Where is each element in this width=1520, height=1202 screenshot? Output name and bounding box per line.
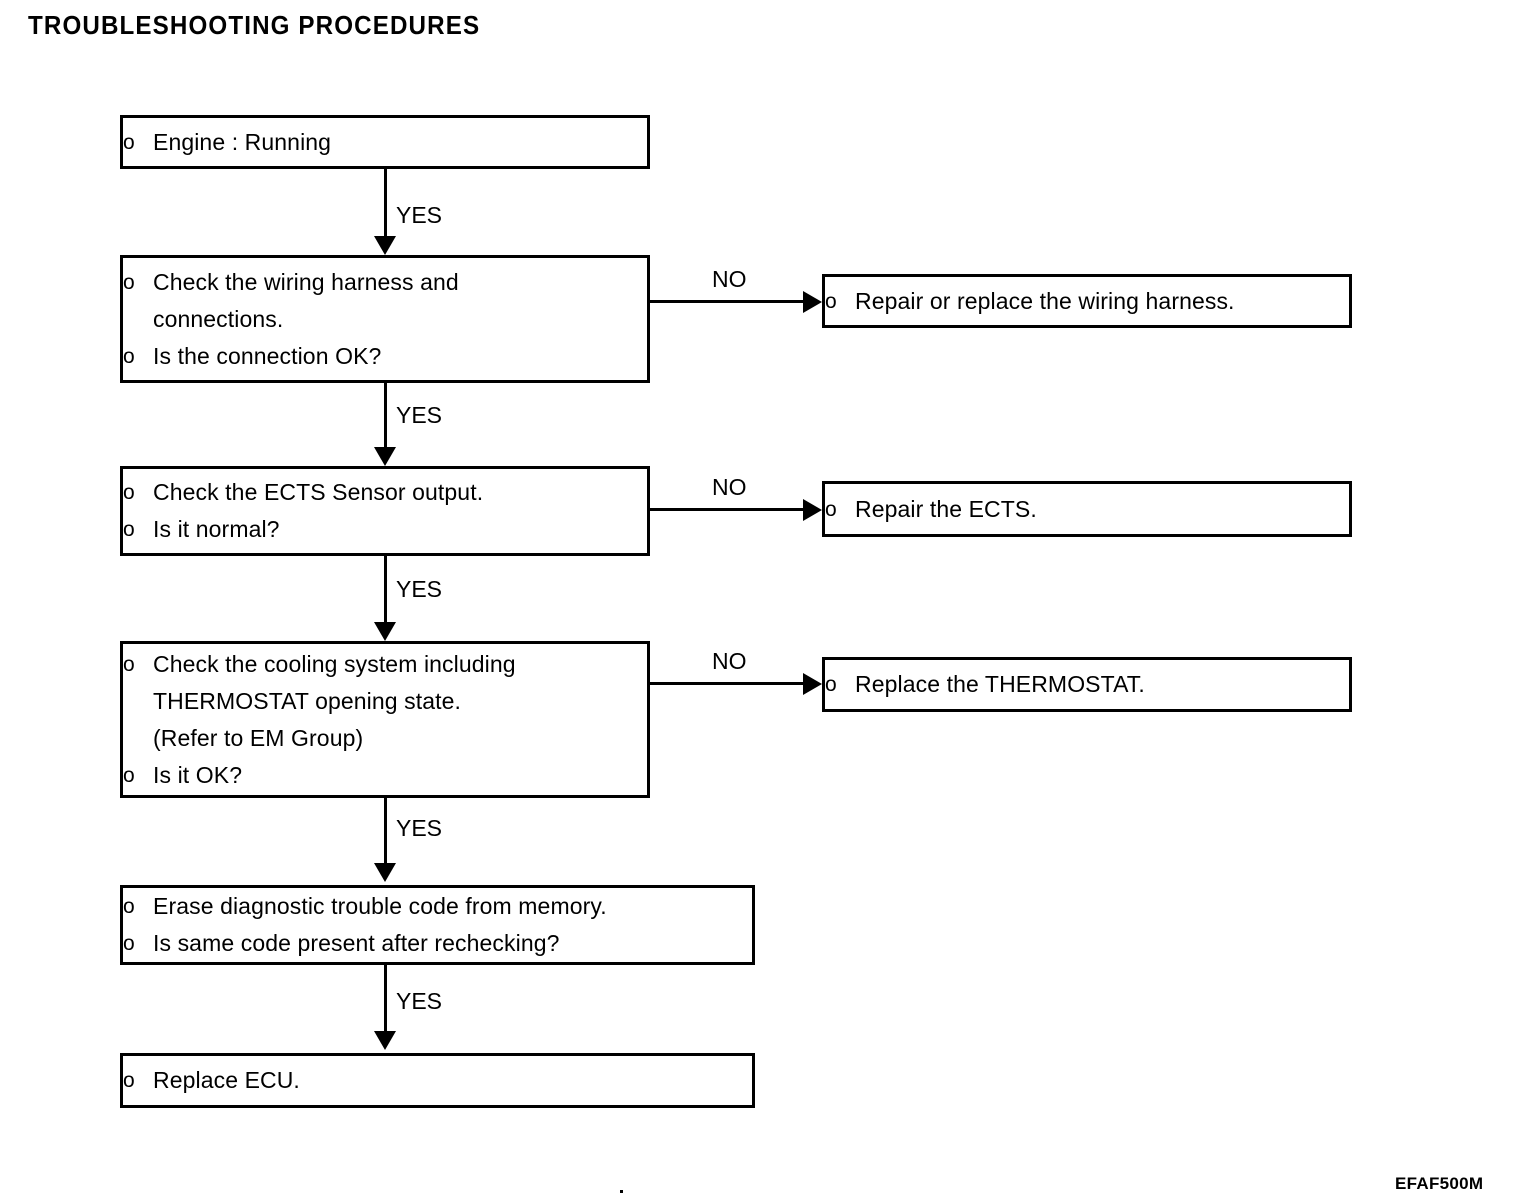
node-line: Check the wiring harness and xyxy=(123,264,641,301)
node-erase-diagnostic-trouble-code[interactable]: Erase diagnostic trouble code from memor… xyxy=(120,885,755,965)
node-line: Check the ECTS Sensor output. xyxy=(123,474,641,511)
edge-label-no-2: NO xyxy=(712,474,747,500)
edge-label-no-3: NO xyxy=(712,648,747,674)
node-line: Repair or replace the wiring harness. xyxy=(825,283,1343,320)
connector-yes-5 xyxy=(384,965,387,1034)
node-replace-thermostat[interactable]: Replace the THERMOSTAT. xyxy=(822,657,1352,712)
node-replace-ecu[interactable]: Replace ECU. xyxy=(120,1053,755,1108)
connector-yes-1 xyxy=(384,169,387,241)
edge-label-no-1: NO xyxy=(712,266,747,292)
connector-no-2 xyxy=(650,508,806,511)
connector-no-1 xyxy=(650,300,806,303)
node-line: connections. xyxy=(153,305,284,332)
edge-label-yes-5: YES xyxy=(396,988,443,1014)
arrow-right-3 xyxy=(803,673,822,695)
edge-label-yes-4: YES xyxy=(396,815,443,841)
arrow-down-1 xyxy=(374,236,396,255)
connector-yes-4 xyxy=(384,798,387,867)
page-title: TROUBLESHOOTING PROCEDURES xyxy=(28,10,481,40)
arrow-down-2 xyxy=(374,447,396,466)
connector-yes-3 xyxy=(384,556,387,626)
node-line: Check the cooling system including xyxy=(123,646,641,683)
node-line: Is same code present after rechecking? xyxy=(123,925,746,962)
connector-no-3 xyxy=(650,682,806,685)
node-repair-replace-wiring-harness[interactable]: Repair or replace the wiring harness. xyxy=(822,274,1352,328)
connector-yes-2 xyxy=(384,383,387,451)
arrow-down-5 xyxy=(374,1031,396,1050)
node-check-ects-sensor-output[interactable]: Check the ECTS Sensor output. Is it norm… xyxy=(120,466,650,556)
edge-label-yes-2: YES xyxy=(396,402,443,428)
node-engine-running[interactable]: Engine : Running xyxy=(120,115,650,169)
node-line: Erase diagnostic trouble code from memor… xyxy=(123,888,746,925)
node-line: Replace ECU. xyxy=(123,1062,746,1099)
node-line: Is it normal? xyxy=(123,511,641,548)
arrow-down-4 xyxy=(374,863,396,882)
arrow-down-3 xyxy=(374,622,396,641)
arrow-right-1 xyxy=(803,291,822,313)
node-line: Replace the THERMOSTAT. xyxy=(825,666,1343,703)
node-check-wiring-harness[interactable]: Check the wiring harness and connections… xyxy=(120,255,650,383)
arrow-right-2 xyxy=(803,499,822,521)
node-repair-ects[interactable]: Repair the ECTS. xyxy=(822,481,1352,537)
node-line: Engine : Running xyxy=(123,124,641,161)
node-line: Is it OK? xyxy=(123,757,641,794)
node-line: (Refer to EM Group) xyxy=(153,724,364,751)
node-line: Is the connection OK? xyxy=(123,338,641,375)
node-line: THERMOSTAT opening state. xyxy=(153,687,462,714)
edge-label-yes-3: YES xyxy=(396,576,443,602)
page-center-mark xyxy=(620,1190,623,1193)
node-line: Repair the ECTS. xyxy=(825,491,1343,528)
footer-reference-code: EFAF500M xyxy=(1395,1174,1484,1193)
node-check-cooling-system[interactable]: Check the cooling system including THERM… xyxy=(120,641,650,798)
edge-label-yes-1: YES xyxy=(396,202,443,228)
